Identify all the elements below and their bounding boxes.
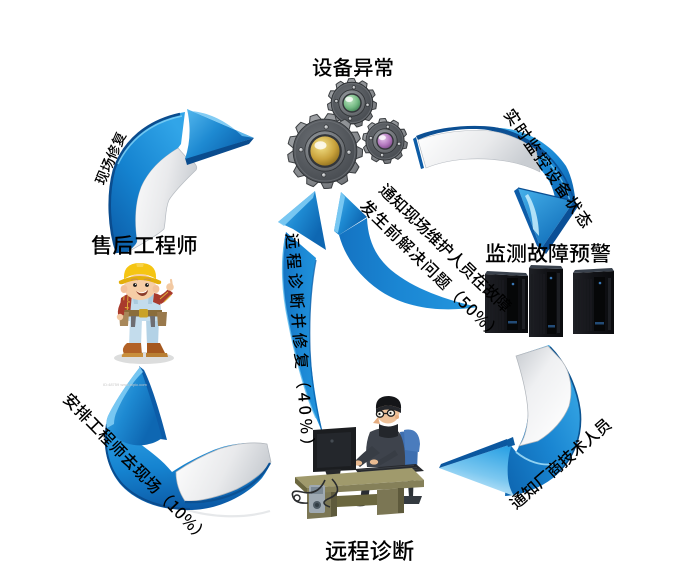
- svg-text:ID:48759 www.nipic.com: ID:48759 www.nipic.com: [103, 382, 147, 387]
